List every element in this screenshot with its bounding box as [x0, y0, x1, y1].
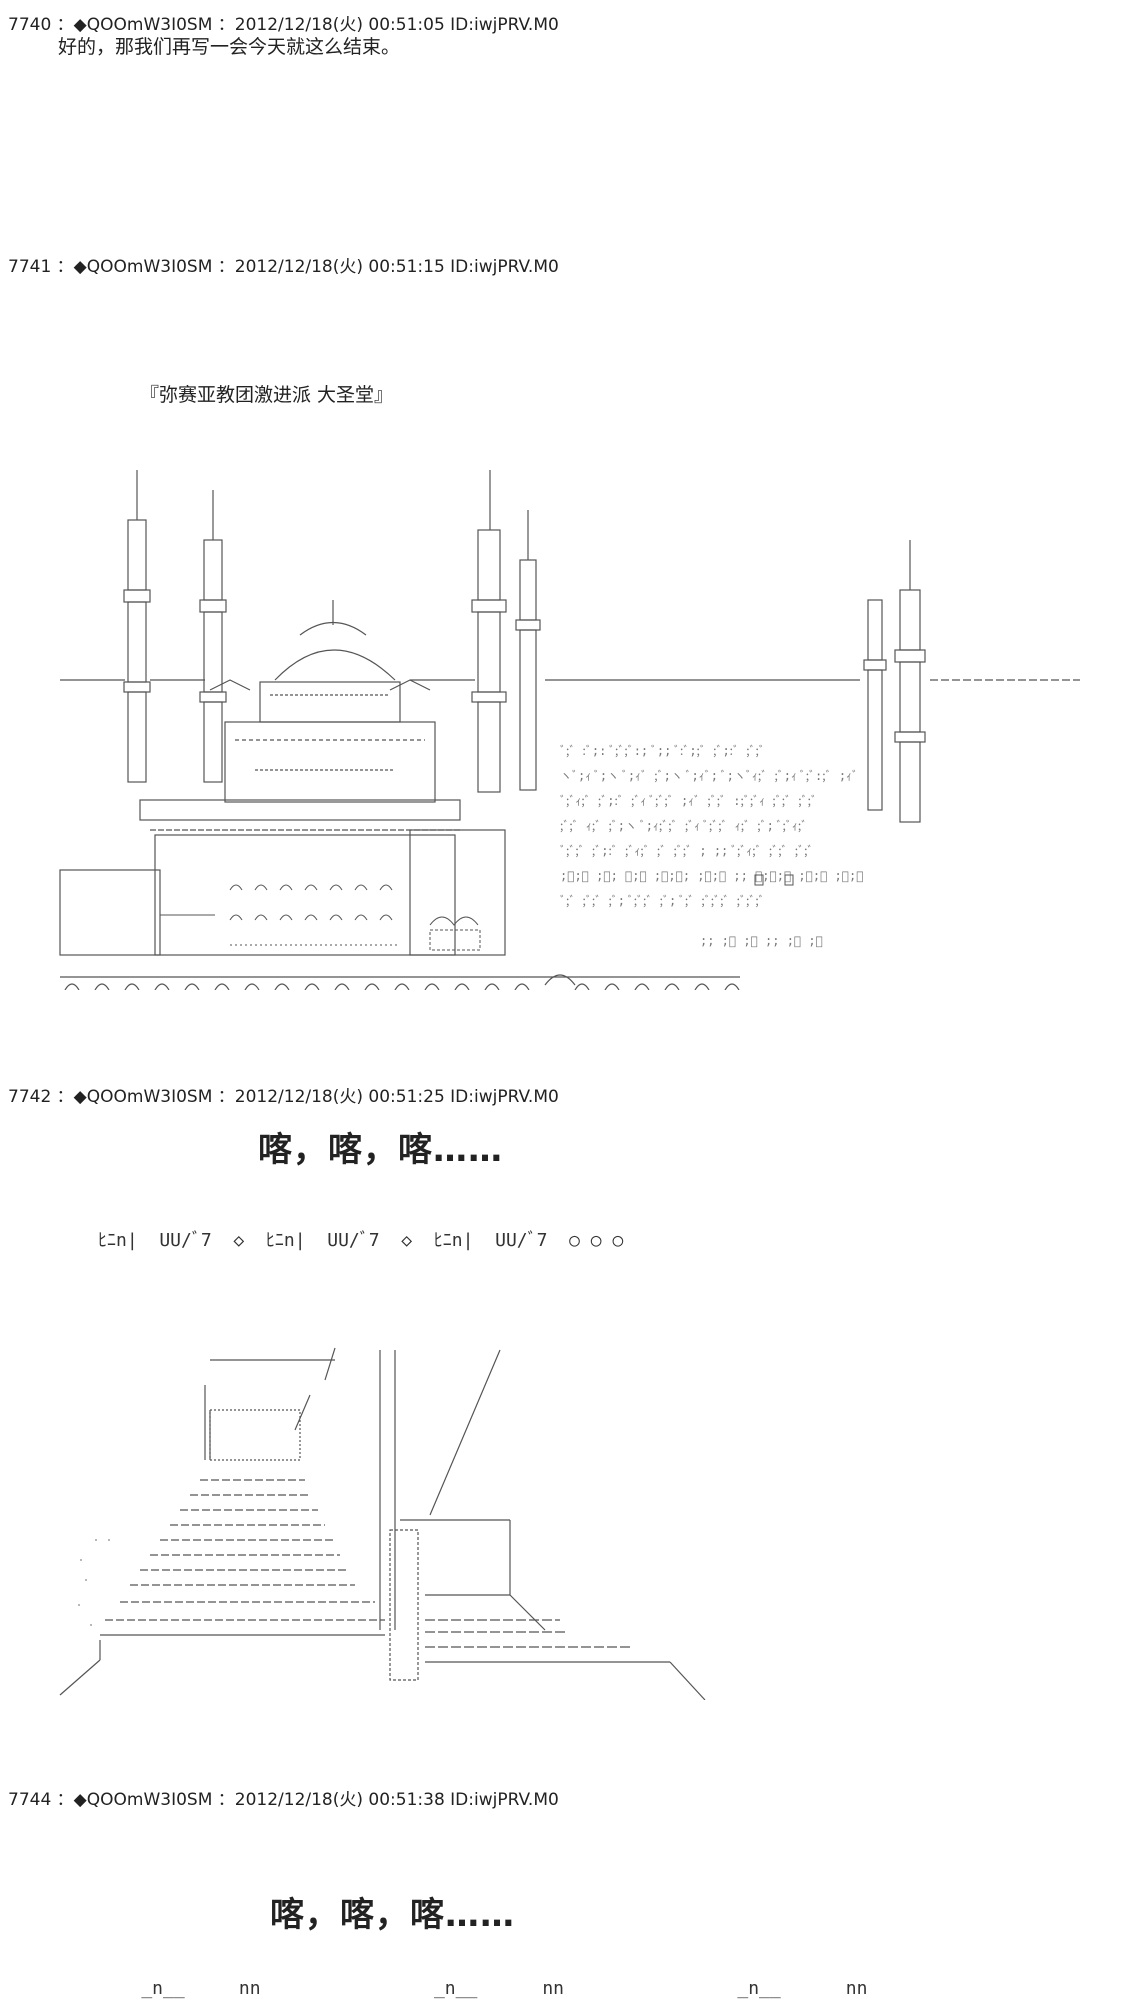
footsteps-ascii-art-2: _n__ nn _n__ nn _n__ nn	[98, 1978, 868, 1999]
staircase-ascii-art	[59, 1347, 706, 1700]
location-title: 『弥赛亚教团激进派 大圣堂』	[140, 384, 394, 406]
sound-effect-text-2: 喀，喀，喀……	[270, 1895, 515, 1935]
post-header-7740: 7740 ：◆QOOmW3I0SM ：2012/12/18(火) 00:51:0…	[8, 15, 559, 35]
post-header-7744: 7744 ：◆QOOmW3I0SM ：2012/12/18(火) 00:51:3…	[8, 1790, 559, 1810]
post-text-7740: 好的，那我们再写一会今天就这么结束。	[58, 36, 401, 58]
svg-text:;ﾞ;ﾞ ｨ;ﾞ ;ﾞ;ヽ ﾞ;ｨ;ﾞ;ﾞ ;ﾞｨ ﾞ;ﾞ;: ;ﾞ;ﾞ ｨ;ﾞ ;ﾞ;ヽ ﾞ;ｨ;ﾞ;ﾞ ;ﾞｨ ﾞ;ﾞ;ﾞ ｨ;ﾞ ;ﾞ; …	[560, 819, 807, 833]
sound-effect-text: 喀，喀，喀……	[258, 1130, 503, 1170]
svg-text:ヽﾞ;ｨ ﾞ;ヽ ﾞ;ｨﾞ ;ﾞ;ヽ ﾞ;ｨﾞ; ﾞ;ヽﾞｨ: ヽﾞ;ｨ ﾞ;ヽ ﾞ;ｨﾞ ;ﾞ;ヽ ﾞ;ｨﾞ; ﾞ;ヽﾞｨ;ﾞ ;ﾞ;ｨ ﾞ;…	[560, 769, 858, 783]
footsteps-ascii-art: ﾋﾆn| UU/ﾞ7 ◇ ﾋﾆn| UU/ﾞ7 ◇ ﾋﾆn| UU/ﾞ7 ○ ○…	[98, 1230, 624, 1251]
svg-text:ﾞ;ﾞ :ﾞ;: ﾞ;ﾞ;ﾞ:; ﾞ;; ﾞ:ﾞ;;ﾞ ;ﾞ: ﾞ;ﾞ :ﾞ;: ﾞ;ﾞ;ﾞ:; ﾞ;; ﾞ:ﾞ;;ﾞ ;ﾞ;:ﾞ ;ﾞ;ﾞ	[560, 744, 765, 758]
post-header-7742: 7742 ：◆QOOmW3I0SM ：2012/12/18(火) 00:51:2…	[8, 1087, 559, 1107]
svg-text:ﾞ;ﾞｨ;ﾞ ;ﾞ;:ﾞ ;ﾞｨ ﾞ;ﾞ;ﾞ ;ｨﾞ ;ﾞ;: ﾞ;ﾞｨ;ﾞ ;ﾞ;:ﾞ ;ﾞｨ ﾞ;ﾞ;ﾞ ;ｨﾞ ;ﾞ;ﾞ :;ﾞ;ﾞｨ ;…	[560, 794, 817, 808]
svg-text:;; ;ﾞ ;ﾞ ;; ;ﾞ ;ﾞ: ;; ;ﾞ ;ﾞ ;; ;ﾞ ;ﾞ	[700, 934, 823, 948]
post-header-7741: 7741 ：◆QOOmW3I0SM ：2012/12/18(火) 00:51:1…	[8, 257, 559, 277]
svg-text:ﾞ;ﾞ ;ﾞ;ﾞ ;ﾞ; ﾞ;ﾞ;ﾞ ;ﾞ; ﾞ;ﾞ ;ﾞ;: ﾞ;ﾞ ;ﾞ;ﾞ ;ﾞ; ﾞ;ﾞ;ﾞ ;ﾞ; ﾞ;ﾞ ;ﾞ;ﾞ;ﾞ ;ﾞ;ﾞ;ﾞ	[560, 894, 765, 908]
cathedral-ascii-art: ﾞ;ﾞ :ﾞ;: ﾞ;ﾞ;ﾞ:; ﾞ;; ﾞ:ﾞ;;ﾞ ;ﾞ;:ﾞ ;ﾞ;ﾞ ヽ…	[59, 470, 1080, 990]
svg-text:ﾞ;ﾞ;ﾞ ;ﾞ;:ﾞ ;ﾞｨ;ﾞ ;ﾞ ;ﾞ;ﾞ ; ;;: ﾞ;ﾞ;ﾞ ;ﾞ;:ﾞ ;ﾞｨ;ﾞ ;ﾞ ;ﾞ;ﾞ ; ;; ﾞ;ﾞｨ;ﾞ ;ﾞ…	[560, 844, 813, 858]
svg-text:;ﾞ;ﾞ ;ﾞ; ﾞ;ﾞ ;ﾞ;ﾞ; ;ﾞ;ﾞ ;; ﾞ;ﾞ: ;ﾞ;ﾞ ;ﾞ; ﾞ;ﾞ ;ﾞ;ﾞ; ;ﾞ;ﾞ ;; ﾞ;ﾞ;ﾞ ;ﾞ;ﾞ ;ﾞ…	[560, 869, 863, 883]
